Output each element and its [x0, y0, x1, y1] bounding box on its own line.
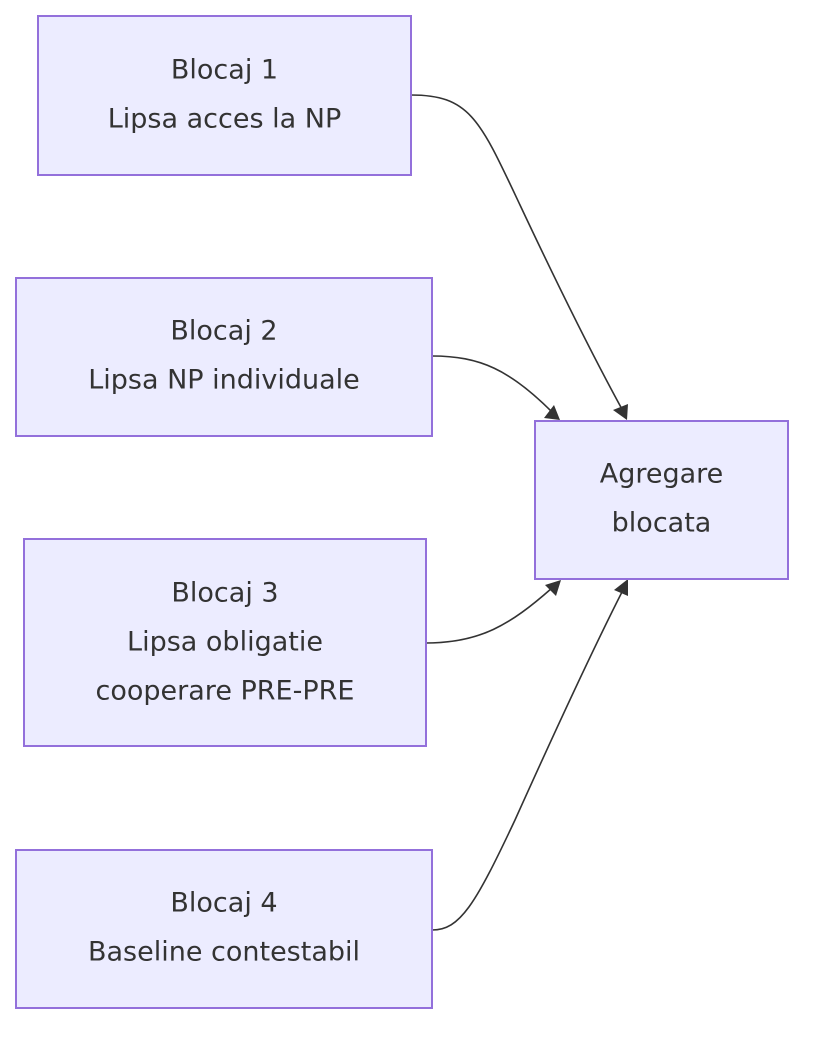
edges	[410, 94, 628, 931]
node-title-line-1: Agregare	[600, 459, 724, 490]
node-description: Baseline contestabil	[88, 937, 360, 968]
node-title: Blocaj 1	[171, 55, 278, 86]
node-blocaj-4: Blocaj 4 Baseline contestabil	[15, 849, 433, 1009]
node-description: Lipsa NP individuale	[88, 365, 360, 396]
arrow-head	[544, 405, 560, 420]
edge-blocaj1-to-agregare	[410, 94, 628, 420]
node-title-line-2: blocata	[612, 508, 712, 539]
node-description-line-1: Lipsa obligatie	[127, 627, 323, 658]
edge-blocaj3-to-agregare	[425, 580, 561, 644]
edge-blocaj2-to-agregare	[431, 355, 560, 420]
node-blocaj-2: Blocaj 2 Lipsa NP individuale	[15, 277, 433, 437]
node-blocaj-1: Blocaj 1 Lipsa acces la NP	[37, 15, 412, 176]
node-description-line-2: cooperare PRE-PRE	[96, 676, 355, 707]
edge-line	[425, 587, 553, 644]
arrow-head	[545, 580, 561, 596]
node-box	[15, 849, 433, 1009]
node-blocaj-3: Blocaj 3 Lipsa obligatie cooperare PRE-P…	[23, 538, 427, 747]
arrow-head	[613, 404, 628, 420]
node-description: Lipsa acces la NP	[108, 104, 341, 135]
edge-line	[431, 355, 553, 413]
node-box	[15, 277, 433, 437]
node-box	[23, 538, 427, 747]
edge-line	[431, 589, 624, 931]
edge-blocaj4-to-agregare	[431, 579, 628, 931]
arrow-head	[614, 579, 628, 596]
node-title: Blocaj 4	[170, 888, 277, 919]
node-agregare-blocata: Agregare blocata	[534, 420, 789, 580]
edge-line	[410, 94, 624, 412]
node-title: Blocaj 2	[170, 316, 277, 347]
node-box	[37, 15, 412, 176]
node-title: Blocaj 3	[171, 578, 278, 609]
node-box	[534, 420, 789, 580]
